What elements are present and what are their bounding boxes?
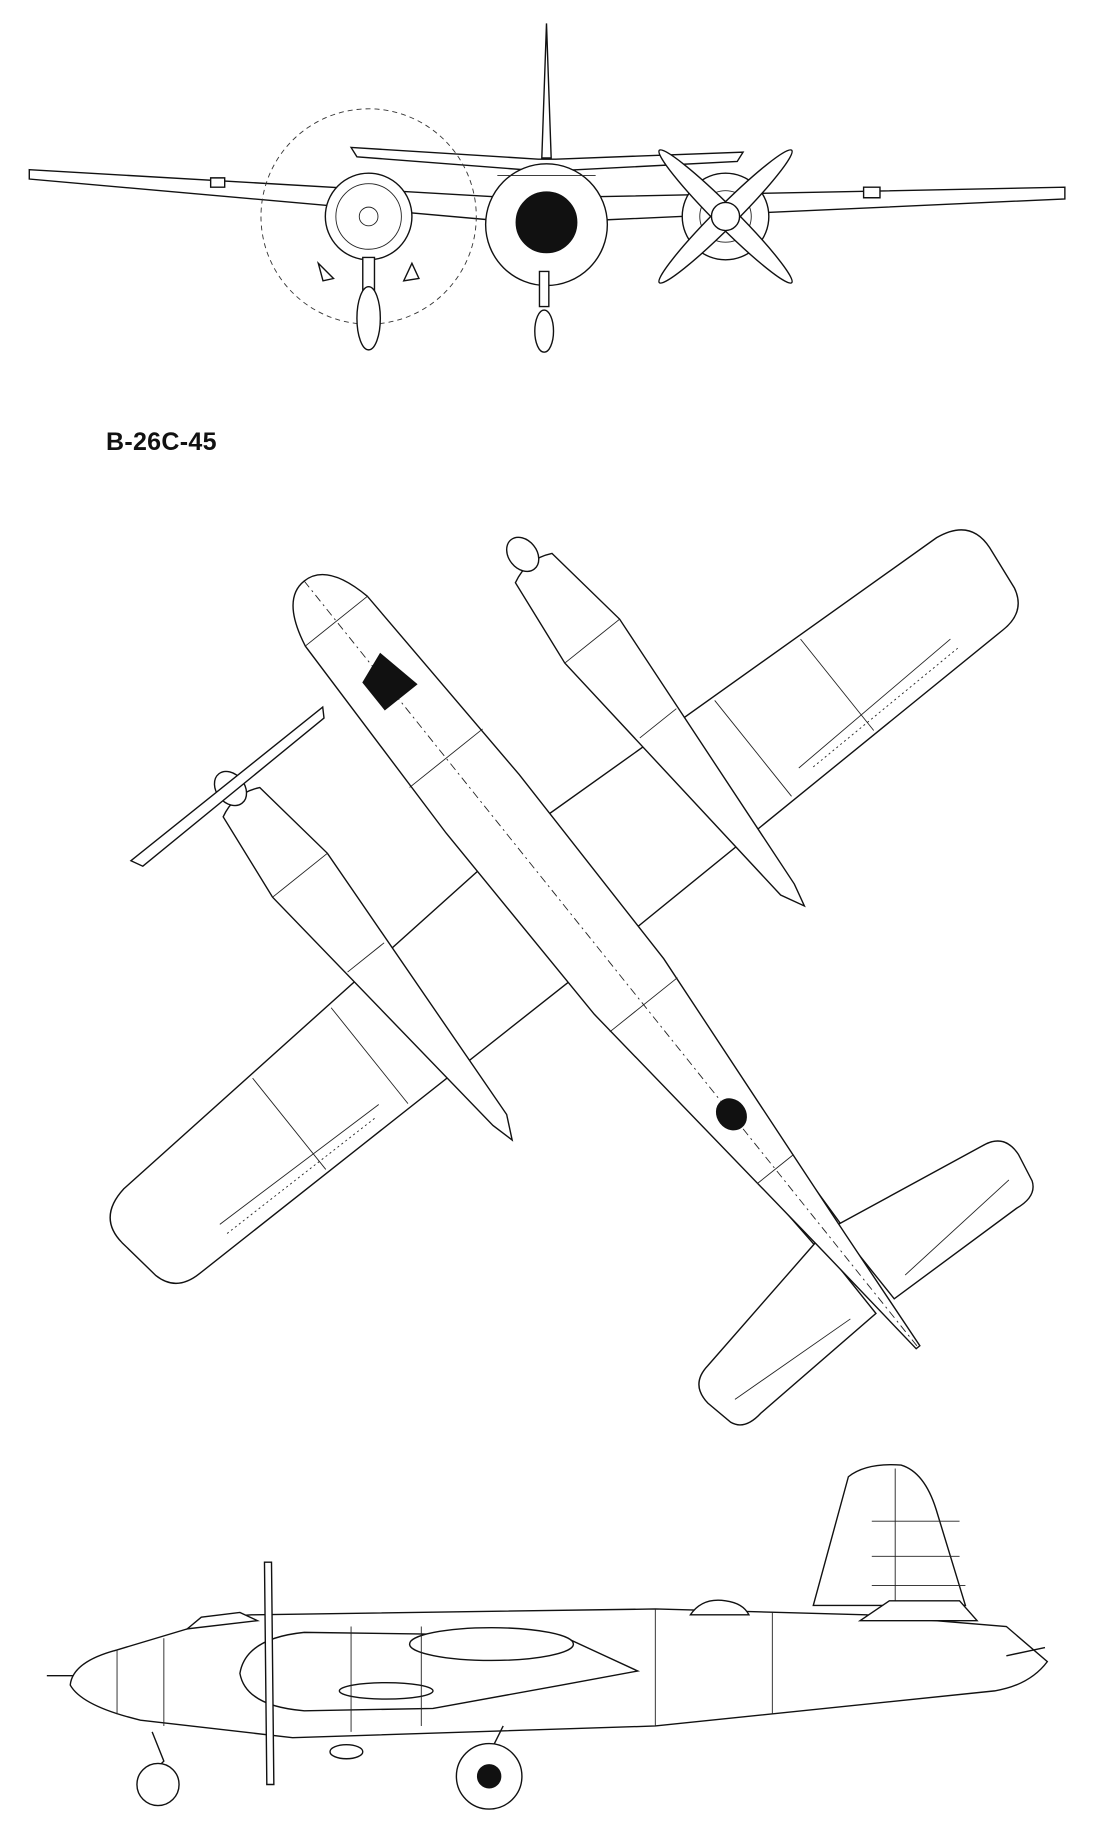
top-view	[0, 233, 1100, 1695]
horizontal-tail	[671, 1109, 1044, 1436]
propeller	[131, 707, 330, 870]
nose-wheel	[137, 1763, 179, 1805]
propeller-side	[264, 1562, 273, 1784]
aircraft-variant-label: B-26C-45	[106, 428, 217, 456]
engine-nacelles	[123, 518, 832, 1217]
front-view	[29, 23, 1065, 352]
dorsal-turret	[690, 1600, 749, 1615]
vertical-tail	[813, 1465, 965, 1606]
cockpit-canopy	[187, 1612, 257, 1628]
fuselage	[268, 552, 955, 1377]
side-view	[46, 1465, 1047, 1809]
propeller-blades	[652, 143, 799, 290]
